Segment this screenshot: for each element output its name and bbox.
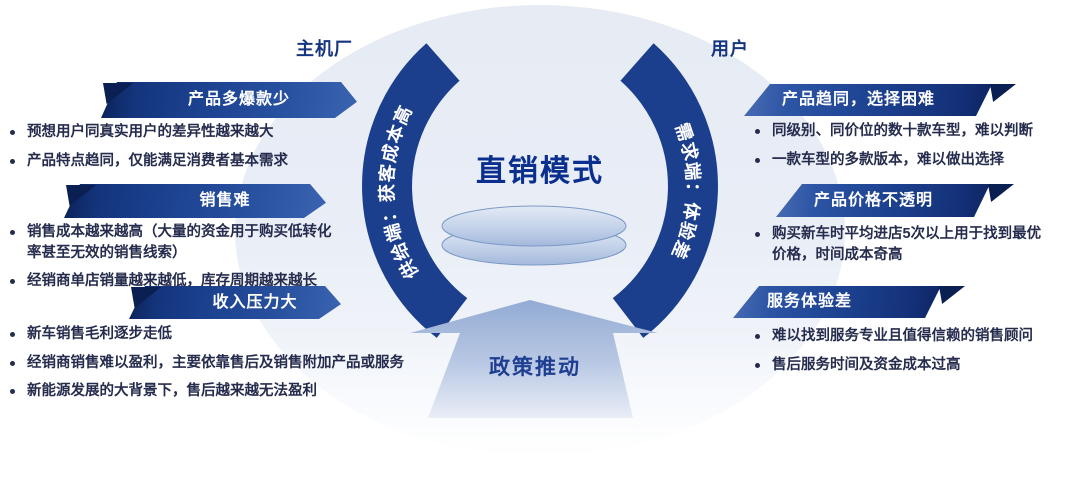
banner-left-1-title: 产品多爆款少 [187,91,290,108]
banner-right-3: 服务体验差 [733,286,965,318]
bullet-text: 难以找到服务专业且值得信赖的销售顾问 [772,328,1033,344]
center-disc-upper [441,205,627,247]
bullet-dot-icon [10,332,15,337]
bullet-dot-icon [10,130,15,135]
banner-left-1: 产品多爆款少 [101,82,357,118]
bullet-list-left-3: 新车销售毛利逐步走低 经销商销售难以盈利，主要依靠售后及销售附加产品或服务 新能… [8,324,456,402]
list-item: 经销商单店销量越来越低，库存周期越来越长 [8,271,332,292]
bullet-text: 新车销售毛利逐步走低 [27,326,172,342]
banner-bg [776,184,990,217]
bullet-text: 经销商销售难以盈利，主要依靠售后及销售附加产品或服务 [27,354,404,371]
bullet-text: 一款车型的多款版本，难以做出选择 [772,151,1004,168]
region-label-oem: 主机厂 [296,39,353,59]
list-item: 新车销售毛利逐步走低 [8,324,456,345]
banner-bg [129,286,341,319]
bullet-list-left-2: 销售成本越来越高（大量的资金用于购买低转化率甚至无效的销售线索） 经销商单店销量… [8,222,332,292]
banner-right-2: 产品价格不透明 [776,184,1014,217]
bullet-dot-icon [10,360,15,366]
banner-right-1-title: 产品趋同，选择困难 [782,91,936,108]
bullet-dot-icon [755,362,760,368]
bullet-text: 预想用户同真实用户的差异性越来越大 [27,124,274,140]
banner-left-3: 收入压力大 [129,286,341,319]
bullet-list-right-3: 难以找到服务专业且值得信赖的销售顾问 售后服务时间及资金成本过高 [753,326,1045,375]
bullet-dot-icon [755,157,760,163]
list-item: 购买新车时平均进店5次以上用于找到最优价格，时间成本奇高 [753,224,1048,265]
supply-arc-band [362,43,468,338]
bullet-list-left-1: 预想用户同真实用户的差异性越来越大 产品特点趋同，仅能满足消费者基本需求 [8,122,340,171]
banner-left-2-title: 销售难 [199,192,251,209]
bullet-dot-icon [10,158,15,164]
banner-left-2: 销售难 [64,184,326,218]
demand-arc-band [612,43,718,338]
list-item: 产品特点趋同，仅能满足消费者基本需求 [8,151,340,172]
list-item: 经销商销售难以盈利，主要依靠售后及销售附加产品或服务 [8,353,456,374]
bullet-text: 销售成本越来越高（大量的资金用于购买低转化率甚至无效的销售线索） [27,224,332,261]
region-label-user: 用户 [711,39,749,59]
list-item: 难以找到服务专业且值得信赖的销售顾问 [753,326,1045,347]
banner-right-3-title: 服务体验差 [767,293,853,310]
list-item: 一款车型的多款版本，难以做出选择 [753,150,1051,171]
banner-bg [744,84,992,116]
center-title: 直销模式 [476,155,604,188]
list-item: 预想用户同真实用户的差异性越来越大 [8,122,340,143]
bullet-dot-icon [755,334,760,339]
bullet-text: 新能源发展的大背景下，售后越来越无法盈利 [27,383,317,400]
banner-bg [101,82,357,118]
bullet-text: 同级别、同价位的数十款车型，难以判断 [772,123,1033,139]
list-item: 销售成本越来越高（大量的资金用于购买低转化率甚至无效的销售线索） [8,222,332,263]
bullet-dot-icon [755,129,760,134]
bullet-text: 购买新车时平均进店5次以上用于找到最优价格，时间成本奇高 [772,226,1042,263]
policy-arrow-label: 政策推动 [489,356,581,379]
banner-bg [64,184,326,218]
list-item: 同级别、同价位的数十款车型，难以判断 [753,121,1051,142]
bullet-dot-icon [755,232,760,237]
bullet-text: 经销商单店销量越来越低，库存周期越来越长 [27,273,317,290]
bullet-dot-icon [10,230,15,235]
list-item: 售后服务时间及资金成本过高 [753,355,1045,376]
list-item: 新能源发展的大背景下，售后越来越无法盈利 [8,381,456,402]
policy-up-arrow [410,300,658,418]
banner-left-3-title: 收入压力大 [212,294,298,311]
bullet-list-right-1: 同级别、同价位的数十款车型，难以判断 一款车型的多款版本，难以做出选择 [753,121,1051,170]
banner-right-1: 产品趋同，选择困难 [744,84,1016,116]
bullet-dot-icon [10,279,15,285]
banner-bg [733,286,941,318]
bullet-text: 产品特点趋同，仅能满足消费者基本需求 [27,152,288,169]
banner-right-2-title: 产品价格不透明 [814,192,934,209]
bullet-dot-icon [10,389,15,395]
bullet-list-right-2: 购买新车时平均进店5次以上用于找到最优价格，时间成本奇高 [753,224,1048,265]
bullet-text: 售后服务时间及资金成本过高 [772,356,961,373]
